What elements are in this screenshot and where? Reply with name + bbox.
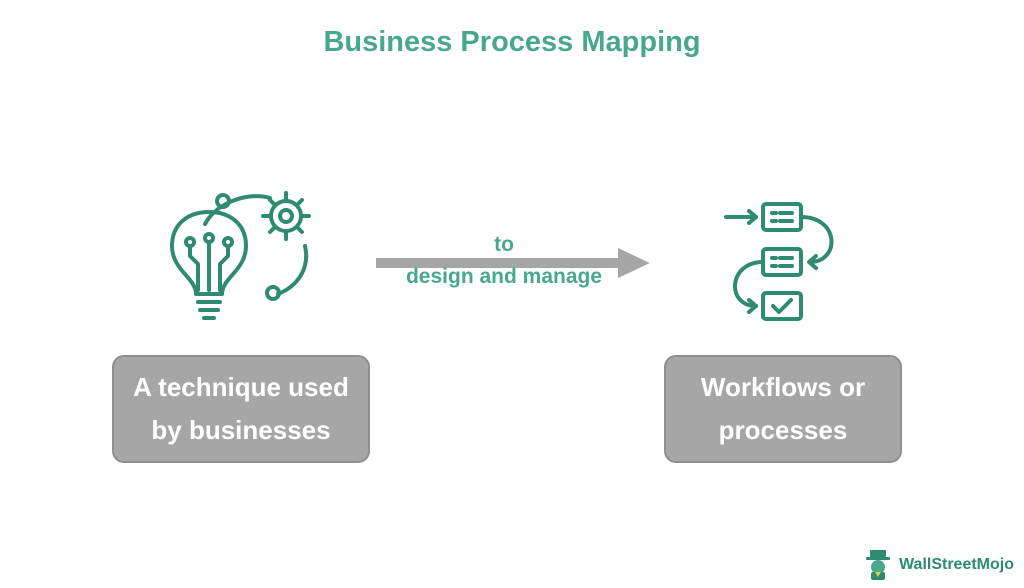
right-box-line-1: Workflows or	[700, 372, 866, 403]
logo-text: WallStreetMojo	[899, 556, 1014, 573]
right-box-line-2: processes	[718, 415, 848, 445]
wallstreetmojo-mascot-icon	[866, 550, 891, 580]
arrow-head	[618, 248, 650, 278]
wallstreetmojo-logo: WallStreetMojo	[861, 548, 1014, 582]
page-title: Business Process Mapping	[323, 26, 701, 58]
right-text-box: Workflows or processes	[664, 355, 902, 463]
arrow-shaft	[376, 258, 620, 268]
arrow-label-bottom: design and manage	[405, 265, 603, 288]
left-box-line-2: by businesses	[151, 415, 331, 445]
left-box-line-1: A technique used	[133, 372, 349, 403]
workflow-checklist-icon	[724, 202, 834, 321]
arrow	[376, 248, 650, 278]
left-text-box: A technique used by businesses	[112, 355, 370, 463]
lightbulb-gear-icon	[170, 191, 311, 320]
arrow-label-top: to	[494, 233, 514, 256]
